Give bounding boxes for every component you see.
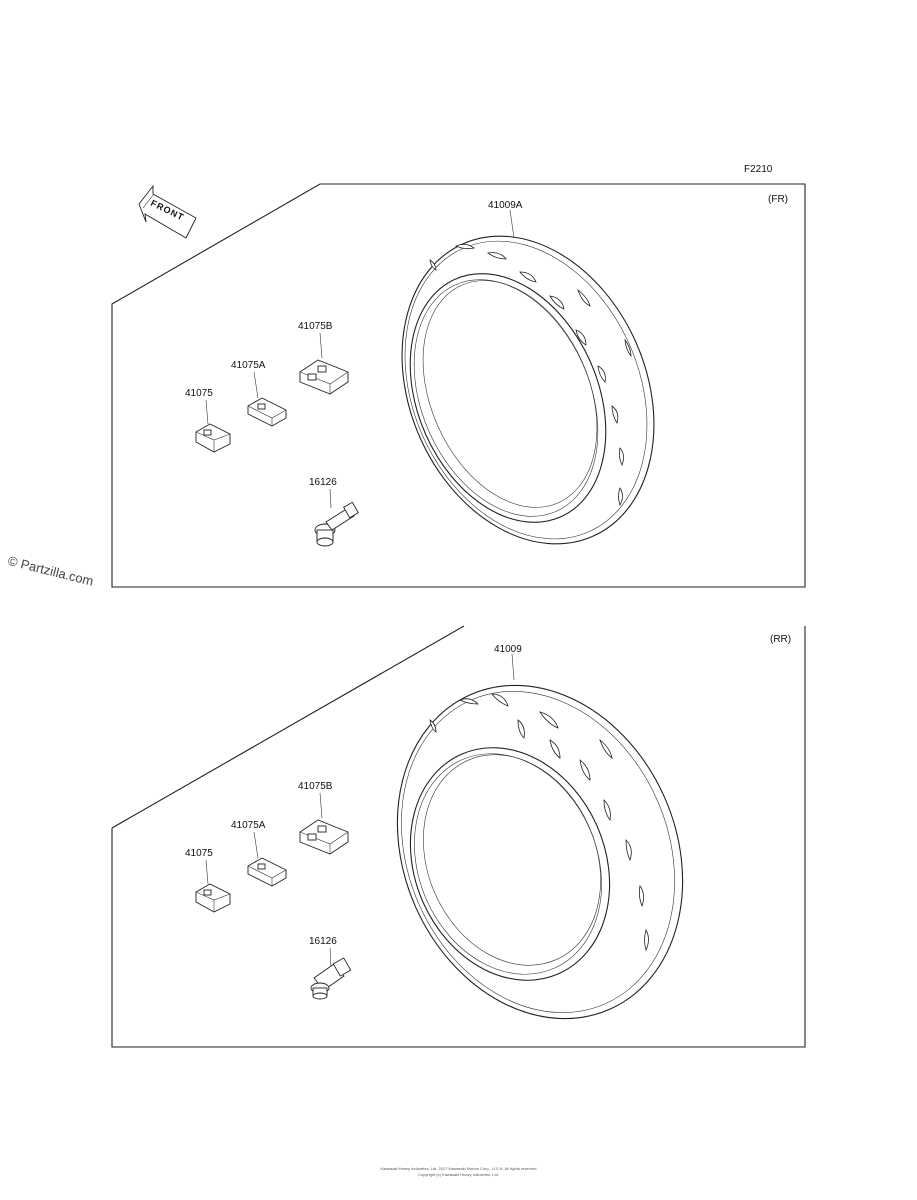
rear-tire-valve-icon[interactable] — [310, 957, 352, 1000]
rear-tire-tread — [429, 693, 649, 952]
footer-line-1: Kawasaki Heavy Industries, Ltd. 2017 Kaw… — [380, 1166, 537, 1171]
diagram-code: F2210 — [744, 164, 773, 175]
front-weight-a-label: 41075A — [231, 360, 266, 371]
front-section-label: (FR) — [768, 194, 788, 205]
front-section-frame — [111, 183, 806, 588]
front-arrow-icon: FRONT — [138, 184, 197, 239]
front-valve-label: 16126 — [309, 477, 337, 488]
front-weight-label: 41075 — [185, 388, 213, 399]
rear-weight-b-label: 41075B — [298, 781, 333, 792]
rear-weight-label: 41075 — [185, 848, 213, 859]
front-balance-weight-a-icon[interactable] — [247, 397, 287, 427]
rear-section-label: (RR) — [770, 634, 791, 645]
front-tire-tread — [429, 244, 632, 506]
rear-balance-weight-a-icon[interactable] — [247, 857, 287, 887]
rear-tire[interactable] — [346, 640, 734, 1065]
front-tire-valve-icon[interactable] — [314, 501, 359, 547]
front-section: (FR) 41009A — [111, 183, 806, 588]
rear-balance-weight-icon[interactable] — [195, 883, 231, 913]
footer-line-2: Copyright (c) Kawasaki Heavy Industries,… — [418, 1172, 499, 1177]
front-tire-part-number: 41009A — [488, 200, 523, 211]
front-balance-weight-b-icon[interactable] — [299, 359, 349, 395]
front-balance-weight-icon[interactable] — [195, 423, 231, 453]
rear-tire-part-number: 41009 — [494, 644, 522, 655]
rear-balance-weight-b-icon[interactable] — [299, 819, 349, 855]
front-weight-b-label: 41075B — [298, 321, 333, 332]
footer: Kawasaki Heavy Industries, Ltd. 2017 Kaw… — [0, 1166, 917, 1178]
rear-weight-a-label: 41075A — [231, 820, 266, 831]
front-tire[interactable] — [355, 196, 701, 584]
rear-section: (RR) 41009 — [111, 625, 806, 1065]
rear-valve-label: 16126 — [309, 936, 337, 947]
rear-section-frame — [111, 626, 806, 1048]
rear-section-diagonal — [111, 625, 465, 829]
